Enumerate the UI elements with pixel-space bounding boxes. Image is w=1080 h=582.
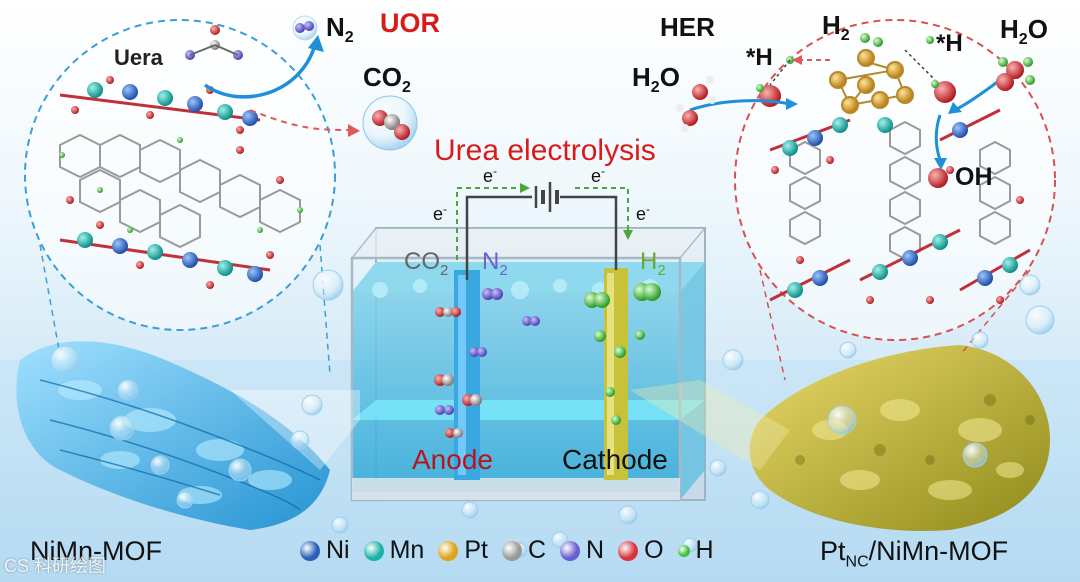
electron-sup: -	[443, 202, 448, 216]
electron-label-top-right: e-	[591, 164, 605, 187]
uor-label: UOR	[380, 8, 440, 38]
right-zoom-circle	[689, 19, 1056, 381]
electrolysis-cell	[350, 182, 707, 502]
pt-nimn-mof-label: PtNC/NiMn-MOF	[820, 536, 1008, 571]
legend-label: Pt	[464, 536, 488, 564]
legend-label: N	[586, 536, 605, 564]
co2-cell-sub: 2	[440, 261, 449, 279]
pt-sub: NC	[845, 553, 869, 571]
co2-label-main: CO	[363, 62, 402, 92]
h2-cell-main: H	[640, 248, 658, 275]
h2o-molecule-icon	[676, 57, 1035, 132]
mn-sphere-icon	[363, 540, 384, 561]
h2o-left-tail: O	[659, 62, 680, 92]
n-sphere-icon	[560, 540, 581, 561]
her-label: HER	[660, 12, 715, 42]
pt-sphere-icon	[438, 540, 459, 561]
legend-label: O	[644, 536, 664, 564]
electron-e: e	[433, 204, 444, 224]
legend-item-o: O	[618, 536, 664, 565]
legend-label: H	[695, 536, 714, 564]
h2-cell-label: H2	[640, 248, 666, 279]
cathode-label: Cathode	[562, 444, 668, 475]
nimn-mof-material	[16, 341, 360, 530]
electron-e: e	[483, 166, 494, 186]
legend-item-n: N	[560, 536, 604, 565]
oh-label: OH	[955, 163, 993, 191]
pt-suffix: /NiMn-MOF	[868, 536, 1009, 566]
nimn-mof-label: NiMn-MOF	[30, 536, 162, 566]
star-h-left-label: *H	[746, 44, 773, 71]
legend-item-h: H	[677, 536, 714, 565]
electron-sup: -	[646, 202, 651, 216]
legend-item-mn: Mn	[363, 536, 425, 565]
n2-label: N2	[326, 12, 354, 47]
n2-molecule-icon	[292, 15, 318, 41]
atom-legend: Ni Mn Pt C N O H	[300, 536, 714, 565]
electron-sup: -	[601, 164, 606, 178]
h2o-right-tail: O	[1027, 14, 1048, 44]
legend-item-c: C	[501, 536, 547, 565]
star-h-right-label: *H	[936, 30, 963, 57]
h2o-left-main: H	[632, 62, 651, 92]
left-zoom-circle	[24, 19, 360, 376]
h2-cell-sub: 2	[657, 261, 666, 279]
electron-e: e	[591, 166, 602, 186]
co2-label: CO2	[363, 62, 411, 97]
co2-bubble-icon	[362, 95, 418, 151]
electron-label-right: e-	[636, 202, 650, 225]
co2-cell-label: CO2	[404, 248, 448, 279]
watermark: CS 科研绘图	[4, 556, 107, 576]
pt-prefix: Pt	[820, 536, 846, 566]
legend-label: Ni	[326, 536, 350, 564]
legend-item-ni: Ni	[300, 536, 350, 565]
n2-cell-main: N	[482, 248, 500, 275]
electron-label-top-left: e-	[483, 164, 497, 187]
o-sphere-icon	[618, 540, 639, 561]
legend-label: Mn	[389, 536, 425, 564]
h-sphere-icon	[677, 544, 690, 557]
n2-label-main: N	[326, 12, 345, 42]
co2-cell-main: CO	[404, 248, 440, 275]
n2-label-sub: 2	[344, 29, 354, 47]
h2-label: H2	[822, 10, 850, 45]
anode-label: Anode	[412, 444, 493, 475]
electron-e: e	[636, 204, 647, 224]
h2o-left-label: H2O	[632, 62, 680, 97]
h2o-right-label: H2O	[1000, 14, 1048, 49]
electron-label-left: e-	[433, 202, 447, 225]
urea-electrolysis-title: Urea electrolysis	[434, 134, 656, 167]
pt-nimn-mof-material	[630, 345, 1050, 531]
pt-cluster-icon	[829, 49, 914, 114]
legend-label: C	[527, 536, 547, 564]
ni-sphere-icon	[300, 540, 320, 561]
h2o-right-main: H	[1000, 14, 1019, 44]
c-sphere-icon	[501, 540, 522, 561]
h2-label-sub: 2	[840, 27, 850, 45]
n2-cell-label: N2	[482, 248, 508, 279]
h2o-right-sub: 2	[1018, 31, 1028, 49]
legend-item-pt: Pt	[438, 536, 488, 565]
h2o-left-sub: 2	[650, 79, 660, 97]
co2-label-sub: 2	[402, 79, 411, 97]
uera-label: Uera	[114, 45, 163, 70]
n2-cell-sub: 2	[499, 261, 508, 279]
h2-label-main: H	[822, 10, 841, 40]
electron-sup: -	[493, 164, 498, 178]
